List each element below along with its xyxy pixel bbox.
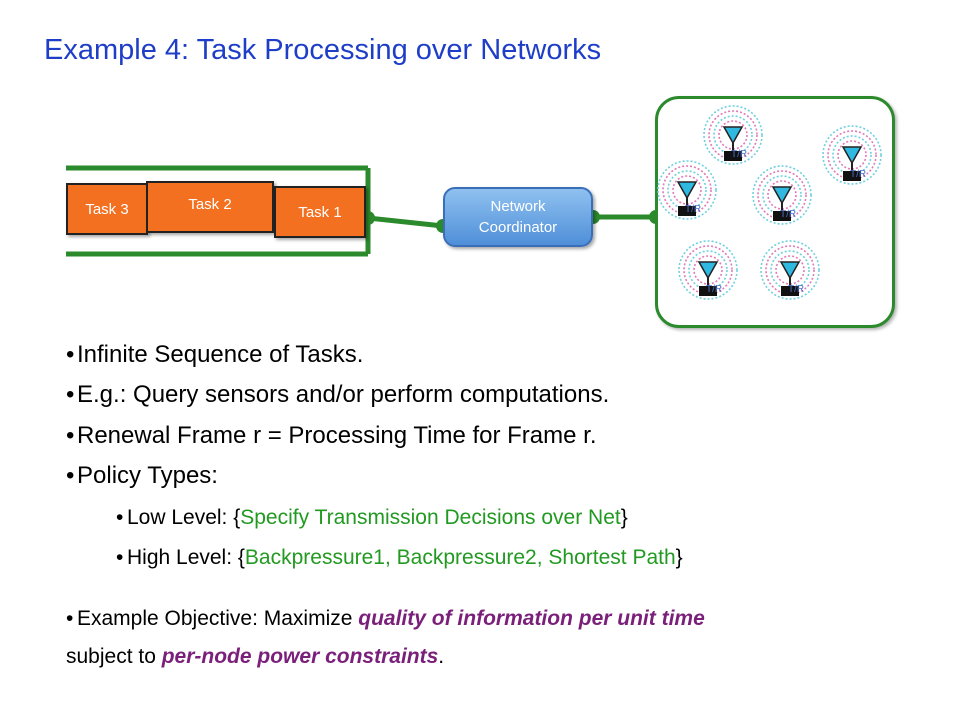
bullet-item: E.g.: Query sensors and/or perform compu… (66, 381, 609, 409)
bullet-item: Infinite Sequence of Tasks. (66, 341, 363, 369)
task-label: Task 1 (298, 203, 342, 221)
task-label: Task 2 (188, 195, 232, 213)
bullet-dot (66, 462, 77, 490)
signal-arc (752, 165, 812, 225)
bullet-dot (66, 381, 77, 409)
signal-arc (703, 105, 763, 165)
tr-label: T/R (706, 284, 723, 295)
antenna-icon (657, 160, 717, 220)
antenna-icon (752, 165, 812, 225)
coordinator-label-line2: Coordinator (478, 219, 558, 236)
antenna-icon (822, 125, 882, 185)
antenna-head (676, 181, 698, 200)
bullet-dot (66, 341, 77, 369)
antenna-head (771, 186, 793, 205)
bullet-dot (66, 607, 77, 631)
task-block-2: Task 2 (146, 181, 274, 233)
sub-bullet-item: High Level: {Backpressure1, Backpressure… (116, 546, 683, 570)
antenna-icon (678, 240, 738, 300)
bullet-item: Example Objective: Maximize quality of i… (66, 607, 705, 631)
bullet-continuation: subject to per-node power constraints. (66, 645, 445, 668)
antenna-base (843, 171, 861, 181)
tr-label: T/R (850, 169, 867, 180)
antenna-base (781, 286, 799, 296)
bullet-item: Renewal Frame r = Processing Time for Fr… (66, 422, 597, 450)
antenna-base (699, 286, 717, 296)
signal-arc (657, 160, 717, 220)
bullet-dot (116, 546, 127, 570)
task-block-1: Task 1 (274, 186, 366, 238)
signal-arc (678, 240, 738, 300)
antenna-base (678, 206, 696, 216)
task-label: Task 3 (85, 200, 129, 218)
tr-label: T/R (788, 284, 805, 295)
antenna-head (841, 146, 863, 165)
bullet-item: Policy Types: (66, 462, 218, 490)
coordinator-label-line1: Network (490, 198, 546, 215)
bullet-dot (116, 506, 127, 530)
antenna-head (779, 261, 801, 280)
slide-title: Example 4: Task Processing over Networks (44, 34, 602, 66)
antenna-head (697, 261, 719, 280)
bullet-dot (66, 422, 77, 450)
queue-coordinator-link (367, 215, 444, 229)
antenna-icon (703, 105, 763, 165)
antenna-base (773, 211, 791, 221)
tr-label: T/R (731, 149, 748, 160)
antenna-base (724, 151, 742, 161)
signal-arc (822, 125, 882, 185)
network-coordinator-node: Network Coordinator (443, 187, 593, 247)
antenna-icon (760, 240, 820, 300)
sub-bullet-item: Low Level: {Specify Transmission Decisio… (116, 506, 628, 530)
signal-arc (760, 240, 820, 300)
tr-label: T/R (685, 204, 702, 215)
tr-label: T/R (780, 209, 797, 220)
antenna-head (722, 126, 744, 145)
